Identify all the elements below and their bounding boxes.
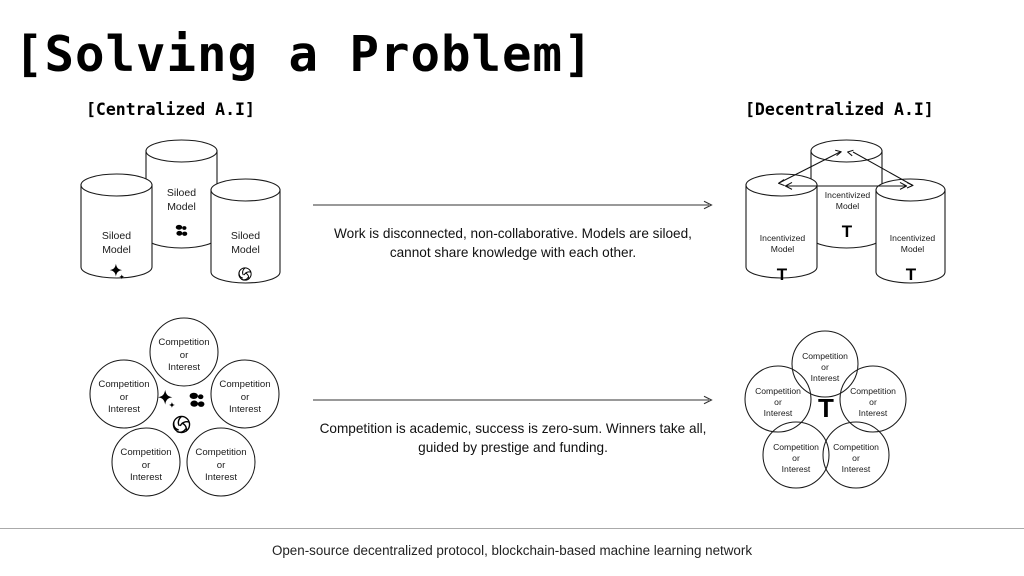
- cylinder-left: [80, 173, 153, 279]
- siloed-cylinders-svg: [80, 139, 281, 284]
- model-link-arrows: [777, 149, 914, 190]
- gemini-sparkle-icon: [108, 263, 127, 282]
- circle-left: [89, 359, 159, 429]
- incentivized-cylinders-svg: [745, 139, 946, 284]
- tao-t-icon: T: [818, 393, 834, 423]
- gemini-sparkle-icon: [156, 389, 178, 411]
- circle-right: [839, 365, 907, 433]
- footer-caption: Open-source decentralized protocol, bloc…: [271, 543, 753, 558]
- connector-arrow-competition: [313, 395, 713, 407]
- connector-text-competition: Competition is academic, success is zero…: [319, 421, 707, 455]
- anthropic-claude-icon: [186, 389, 208, 411]
- cylinder-middle: [810, 139, 883, 249]
- arrow-right-icon: [313, 395, 713, 405]
- column-header-centralized: [Centralized A.I]: [86, 100, 255, 119]
- connector-text-models: Work is disconnected, non-collaborative.…: [334, 226, 692, 260]
- cylinder-right: [210, 178, 281, 284]
- circle-top: [149, 317, 219, 387]
- incentivized-models-group: Incentivized Model Incentivized Model In…: [740, 135, 955, 290]
- footer-divider: [0, 528, 1024, 529]
- tao-t-icon: T: [841, 222, 853, 241]
- cylinder-right: [875, 178, 946, 284]
- tao-t-icon: T: [905, 265, 917, 284]
- circle-top: [791, 330, 859, 398]
- competition-circles-svg: [744, 330, 907, 489]
- circle-bottom-right: [186, 427, 256, 497]
- circle-bottom-left: [111, 427, 181, 497]
- siloed-models-group: Siloed Model Siloed Model Siloed Model: [75, 135, 290, 290]
- column-header-decentralized: [Decentralized A.I]: [745, 100, 934, 119]
- circle-left: [744, 365, 812, 433]
- arrow-right-icon: [313, 200, 713, 210]
- cylinder-middle: [145, 139, 218, 249]
- competition-cluster-centralized: Competition or Interest Competition or I…: [88, 315, 288, 497]
- circle-bottom-left: [762, 421, 830, 489]
- circle-right: [210, 359, 280, 429]
- tao-t-icon: T: [776, 265, 788, 284]
- openai-knot-icon: [171, 414, 192, 435]
- circle-bottom-right: [822, 421, 890, 489]
- competition-circles-svg: [89, 317, 280, 497]
- cylinder-left: [745, 173, 818, 279]
- connector-arrow-models: [313, 200, 713, 212]
- page-title: [Solving a Problem]: [14, 26, 594, 83]
- openai-knot-icon: [237, 266, 253, 282]
- anthropic-claude-icon: [173, 222, 190, 239]
- competition-cluster-decentralized: Competition or Interest Competition or I…: [742, 330, 937, 490]
